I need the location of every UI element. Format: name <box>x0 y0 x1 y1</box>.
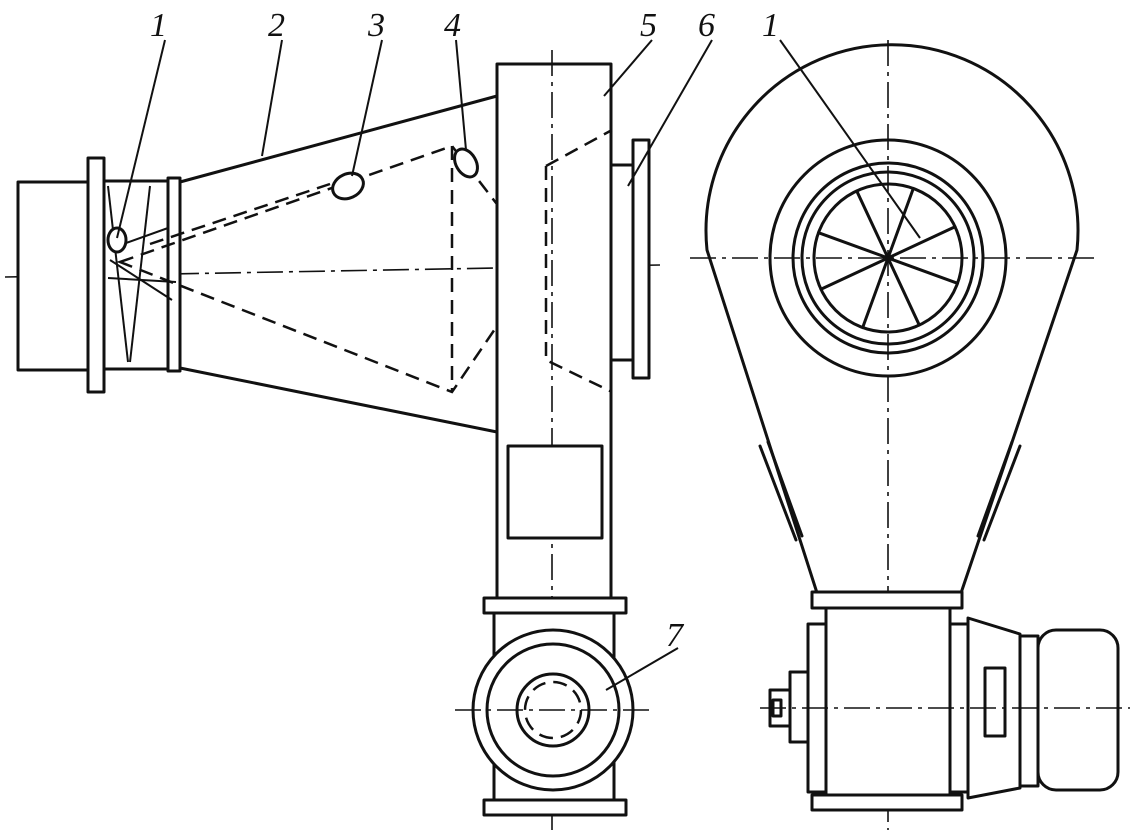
callout-1-right: 1 <box>762 7 779 44</box>
swirl-vane <box>816 231 890 260</box>
drive-motor <box>1036 628 1120 792</box>
inlet-flange-inner <box>166 176 182 373</box>
callout-4: 4 <box>444 7 461 44</box>
swirl-vane <box>886 186 915 260</box>
swirl-vane <box>886 225 957 260</box>
swirl-vane <box>819 256 890 291</box>
outlet-nozzle <box>544 128 651 394</box>
callout-3: 3 <box>367 7 385 44</box>
callout-6: 6 <box>698 7 715 44</box>
swirl-vane <box>861 256 890 330</box>
swirl-vane <box>855 189 890 260</box>
swirl-vane <box>886 256 960 285</box>
left-strip <box>758 440 804 542</box>
valve-base-flange <box>482 798 628 817</box>
collector-flange <box>482 596 628 615</box>
damper-blades <box>106 185 177 363</box>
inlet-flange <box>86 156 106 394</box>
damper-handle <box>106 226 128 254</box>
callout-5: 5 <box>640 7 657 44</box>
callout-7: 7 <box>666 617 685 654</box>
side-view <box>4 50 661 830</box>
port-4 <box>453 147 479 179</box>
cone-housing <box>178 94 499 434</box>
front-housing <box>704 43 1080 598</box>
port-3 <box>331 171 365 201</box>
inlet-swirl-vanes <box>768 138 1008 378</box>
inlet-pipe <box>16 156 182 394</box>
inspection-hatch <box>506 444 604 540</box>
right-strip <box>976 440 1022 542</box>
front-bottom-flange <box>810 590 964 610</box>
callout-1-left: 1 <box>150 7 167 44</box>
callouts: 1 2 3 4 5 6 1 7 <box>116 7 921 691</box>
swirl-vane <box>886 256 921 327</box>
valve-side-base <box>810 793 964 812</box>
collector-body <box>482 50 628 830</box>
rotary-valve-front <box>455 611 655 817</box>
front-view <box>690 40 1130 830</box>
callout-2: 2 <box>268 7 285 44</box>
rotary-valve-side <box>760 606 1130 812</box>
outlet-flange <box>631 138 651 380</box>
